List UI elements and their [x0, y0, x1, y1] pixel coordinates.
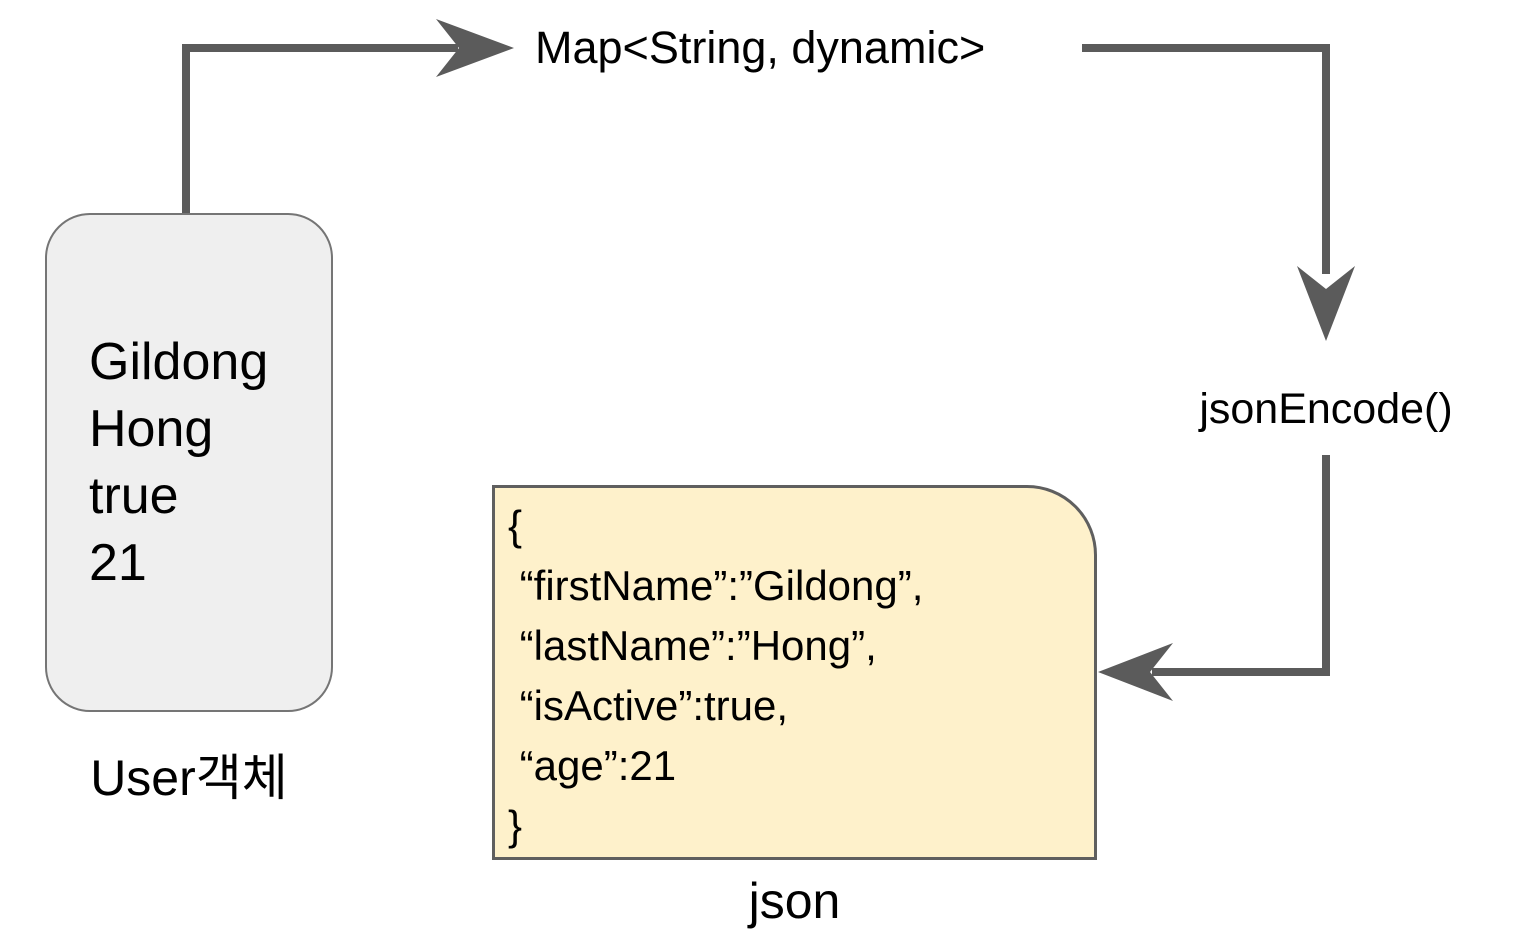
json-line-lastname: “lastName”:”Hong”,: [508, 622, 877, 669]
user-field-isactive: true: [89, 466, 179, 525]
json-line-close-brace: }: [508, 802, 523, 849]
arrowhead-down-icon: [1297, 266, 1355, 341]
connector-map-to-encode: [1082, 44, 1330, 274]
user-field-firstname: Gildong: [89, 332, 269, 391]
map-type-label: Map<String, dynamic>: [535, 22, 986, 73]
json-line-open-brace: {: [508, 502, 523, 549]
json-line-age: “age”:21: [508, 742, 677, 789]
user-box-caption: User객체: [90, 750, 288, 806]
user-object-box: Gildong Hong true 21: [45, 213, 333, 712]
json-line-firstname: “firstName”:”Gildong”,: [508, 562, 924, 609]
arrowhead-right-icon: [436, 19, 514, 77]
json-line-isactive: “isActive”:true,: [508, 682, 789, 729]
user-field-age: 21: [89, 533, 147, 592]
json-output-box: { “firstName”:”Gildong”, “lastName”:”Hon…: [492, 485, 1097, 860]
user-field-lastname: Hong: [89, 399, 214, 458]
connector-encode-to-json: [1152, 455, 1330, 676]
arrowhead-left-icon: [1098, 643, 1173, 701]
json-box-caption: json: [748, 873, 841, 929]
json-encode-label: jsonEncode(): [1199, 385, 1453, 433]
connector-user-to-map: [182, 44, 458, 214]
